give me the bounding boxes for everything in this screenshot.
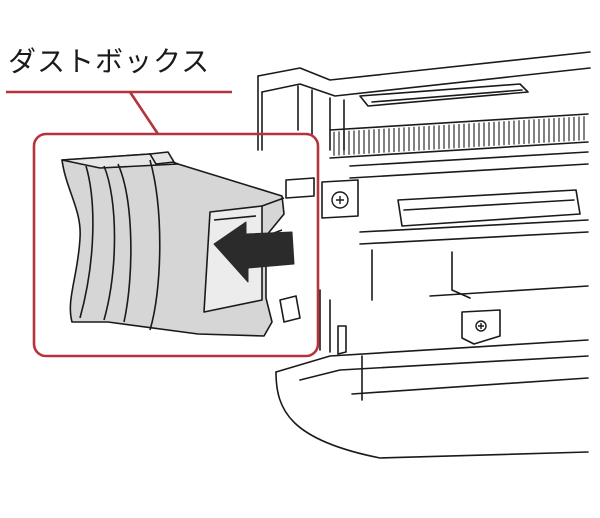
dust-box-rib-2	[103, 165, 116, 321]
dust-box-pocket-inner	[213, 215, 257, 221]
dust-box-rib-1	[79, 165, 94, 319]
indoor-unit-body	[275, 151, 589, 459]
front-panel-tab-left	[337, 325, 347, 355]
unit-post-right	[329, 97, 345, 151]
unit-post-left	[297, 85, 313, 135]
grille-band-top	[329, 113, 589, 131]
dust-box-top-tab	[149, 151, 175, 165]
unit-body-ledge	[349, 151, 589, 167]
screw-plate	[321, 179, 359, 219]
grille-hatching	[333, 116, 585, 156]
grille-band-bottom	[329, 141, 589, 159]
dust-box	[61, 151, 285, 337]
dust-box-label: ダストボックス	[8, 45, 211, 78]
front-panel-inner-2	[351, 377, 589, 395]
dust-box-top-lip	[61, 153, 179, 169]
unit-left-frame	[257, 75, 263, 151]
unit-top-housing-inner	[261, 67, 591, 97]
filter-rail	[397, 189, 581, 227]
front-panel-top	[275, 339, 589, 373]
insert-arrow	[213, 221, 295, 283]
screw-icon-main	[331, 191, 349, 209]
screw-icon-main-slot	[336, 196, 344, 204]
dust-box-rib-3	[117, 163, 132, 323]
filter-rail-inner	[403, 199, 575, 211]
callout	[6, 90, 320, 358]
lower-cavity-bottom	[429, 285, 589, 297]
front-panel-curve	[275, 371, 589, 459]
guide-tab-2	[285, 177, 315, 199]
screw-icon-lower	[475, 320, 487, 332]
left-arrow-icon	[213, 221, 295, 283]
unit-body-ledge-2	[349, 163, 589, 179]
callout-leader	[128, 91, 160, 135]
unit-middle-panel-2	[359, 231, 589, 245]
dust-box-rib-4	[149, 159, 161, 331]
screw-icon-lower-slot	[478, 323, 484, 329]
lower-bracket	[461, 309, 501, 345]
guide-tab	[279, 295, 301, 323]
screw-icon	[331, 191, 487, 332]
unit-left-frame-lower	[319, 289, 331, 353]
front-panel-inner	[299, 355, 589, 381]
callout-highlight-box	[32, 132, 320, 358]
lower-cavity-step	[451, 251, 471, 299]
unit-top-recess-line	[371, 89, 523, 103]
indoor-unit	[257, 51, 591, 353]
unit-middle-panel	[359, 219, 589, 233]
unit-top-recess	[359, 83, 529, 107]
unit-top-housing	[257, 51, 591, 81]
